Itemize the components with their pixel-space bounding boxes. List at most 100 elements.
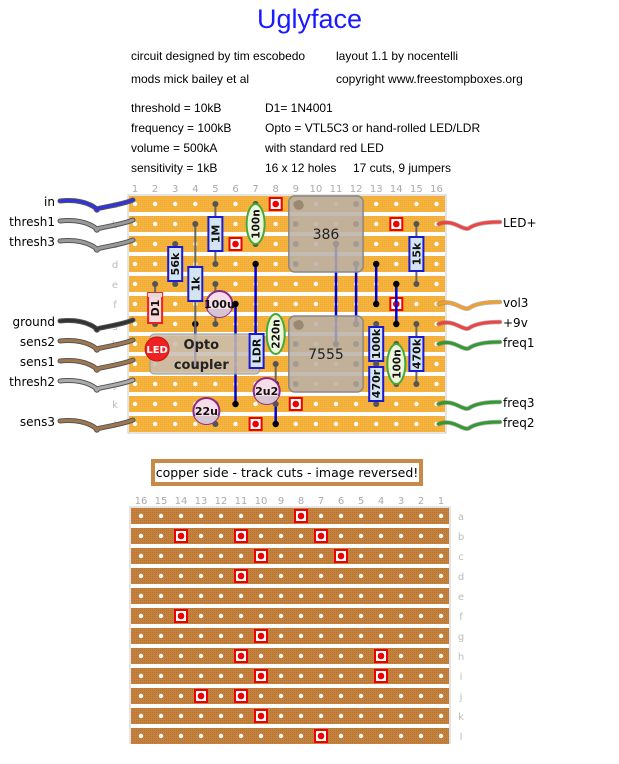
wire-thresh1 (58, 218, 135, 232)
led-label: LED (146, 345, 168, 356)
hole (178, 593, 184, 599)
column-number: 1 (438, 496, 444, 507)
hole (258, 693, 264, 699)
column-number: 1 (132, 184, 138, 195)
hole (218, 593, 224, 599)
hole (434, 241, 439, 247)
copper-strip (131, 508, 449, 524)
wire-in (58, 198, 135, 212)
hole (152, 221, 158, 227)
hole (434, 261, 439, 267)
opto-label-2: coupler (174, 358, 229, 373)
hole (173, 421, 178, 427)
wire-sens1 (58, 358, 135, 372)
hole (158, 713, 164, 719)
ldr-label: LDR (251, 338, 264, 363)
hole (273, 301, 278, 307)
jumper-end (393, 280, 400, 288)
hole (258, 653, 264, 659)
hole (414, 301, 419, 307)
hole (298, 673, 304, 679)
column-number: 8 (298, 496, 304, 507)
hole (318, 593, 324, 599)
hole (278, 653, 284, 659)
hole (158, 513, 164, 519)
hole (138, 653, 144, 659)
hole (418, 713, 424, 719)
hole (438, 533, 444, 539)
jumper-end (232, 400, 239, 408)
hole (293, 281, 298, 287)
hole (298, 613, 304, 619)
hole (178, 513, 184, 519)
hole (318, 673, 324, 679)
track-cut-dot (257, 712, 265, 720)
hole (338, 513, 344, 519)
row-label: k (458, 712, 464, 723)
resistor-470r (368, 366, 385, 402)
credit-designer: circuit designed by tim escobedo (131, 49, 306, 63)
column-number: 4 (378, 496, 384, 507)
hole (233, 221, 238, 227)
hole (418, 573, 424, 579)
hole (138, 693, 144, 699)
hole (298, 733, 304, 739)
hole (238, 593, 244, 599)
hole (378, 633, 384, 639)
track-cut-dot (337, 552, 345, 560)
hole (398, 573, 404, 579)
hole (152, 381, 158, 387)
hole (158, 553, 164, 559)
hole (378, 553, 384, 559)
hole (258, 573, 264, 579)
hole (193, 201, 198, 207)
hole (198, 553, 204, 559)
wire-sens3 (58, 418, 135, 432)
hole (173, 381, 178, 387)
row-label: l (460, 732, 463, 743)
hole (152, 401, 158, 407)
hole (218, 553, 224, 559)
hole (218, 573, 224, 579)
ic-7555-notch (293, 320, 304, 330)
hole (218, 653, 224, 659)
hole (132, 241, 138, 247)
hole (438, 693, 444, 699)
hole (132, 341, 138, 347)
hole (358, 713, 364, 719)
spec-volume: volume = 500kA (131, 141, 218, 155)
hole (438, 713, 444, 719)
hole (378, 693, 384, 699)
diode-label: D1 (149, 300, 162, 317)
hole (198, 673, 204, 679)
track-cut-dot (237, 692, 245, 700)
hole (238, 733, 244, 739)
hole (338, 613, 344, 619)
hole (318, 553, 324, 559)
hole (374, 221, 379, 227)
copper-strip (129, 276, 445, 292)
hole (414, 401, 419, 407)
ldr (248, 333, 265, 369)
capacitor-100n-b (386, 343, 407, 385)
hole (198, 633, 204, 639)
wire-ground (58, 318, 135, 332)
resistor-15k-label: 15k (410, 242, 423, 265)
hole (318, 513, 324, 519)
hole (378, 573, 384, 579)
hole (358, 633, 364, 639)
solder-point (212, 261, 219, 267)
hole (138, 533, 144, 539)
track-cut-dot (197, 692, 205, 700)
hole (338, 653, 344, 659)
hole (418, 533, 424, 539)
copper-strip (129, 316, 445, 332)
hole (398, 513, 404, 519)
wire-label: thresh1 (9, 215, 55, 229)
resistor-470k-label: 470k (410, 338, 423, 369)
ic-386 (288, 195, 364, 273)
hole (313, 401, 319, 407)
hole (313, 281, 319, 287)
hole (198, 613, 204, 619)
